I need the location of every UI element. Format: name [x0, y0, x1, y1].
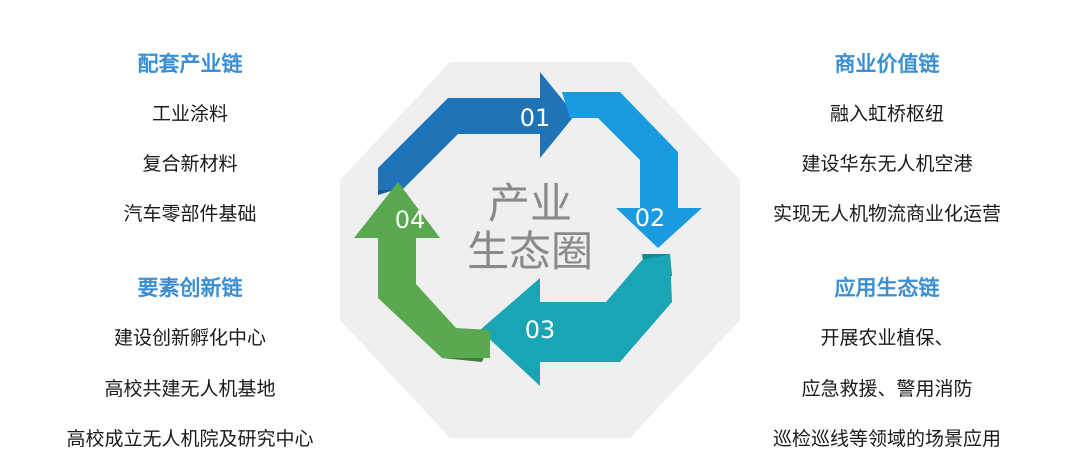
list-item: 应急救援、警用消防 — [801, 378, 973, 400]
list-item: 高校成立无人机院及研究中心 — [66, 428, 314, 450]
section-title-innovation-chain: 要素创新链 — [137, 276, 243, 300]
section-title-business-value-chain: 商业价值链 — [834, 52, 940, 76]
arrow-02 — [562, 92, 702, 248]
list-item: 融入虹桥枢纽 — [829, 103, 944, 125]
arrow-04-label: 04 — [395, 206, 426, 234]
arrow-03-label: 03 — [525, 316, 556, 344]
list-item: 工业涂料 — [151, 103, 228, 125]
arrow-01 — [378, 72, 575, 190]
section-title-supporting-chain: 配套产业链 — [137, 52, 243, 76]
list-item: 巡检巡线等领域的场景应用 — [772, 428, 1001, 450]
list-item: 高校共建无人机基地 — [104, 378, 276, 400]
center-title-line2: 生态圈 — [467, 227, 593, 276]
arrow-02-label: 02 — [635, 204, 666, 232]
arrow-03 — [480, 254, 672, 386]
arrow-04 — [354, 182, 490, 358]
list-item: 建设创新孵化中心 — [113, 327, 266, 349]
arrow-01-label: 01 — [520, 104, 551, 132]
list-item: 开展农业植保、 — [820, 327, 954, 349]
list-item: 建设华东无人机空港 — [801, 153, 973, 175]
ecosystem-cycle-diagram: 01 02 03 04 产业 生态圈 — [340, 62, 740, 438]
section-title-application-chain: 应用生态链 — [834, 276, 940, 300]
list-item: 复合新材料 — [142, 153, 238, 175]
list-item: 汽车零部件基础 — [123, 203, 257, 225]
center-title-line1: 产业 — [488, 179, 572, 228]
list-item: 实现无人机物流商业化运营 — [772, 203, 1001, 225]
